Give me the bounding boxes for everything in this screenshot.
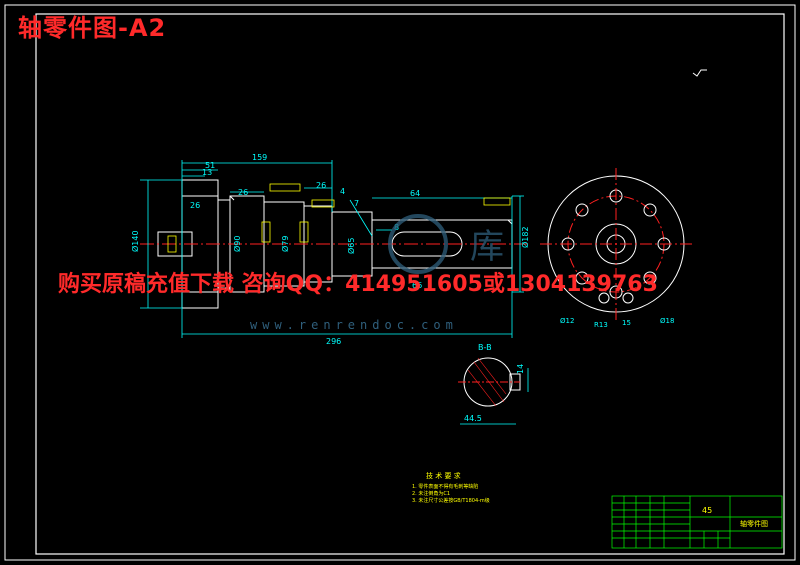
dim-dia90: Ø90 [232, 236, 242, 252]
section-width: 44.5 [464, 414, 482, 423]
title-block-material: 45 [702, 506, 712, 515]
svg-text:库: 库 [470, 227, 504, 267]
tolerance-frames [167, 183, 511, 253]
dim-26b: 26 [238, 188, 248, 197]
dim-dia140: Ø140 [130, 230, 140, 252]
flange-end-view [540, 168, 692, 320]
dim-296: 296 [326, 337, 341, 346]
dim-26c: 26 [316, 181, 326, 190]
dim-r18: Ø18 [660, 317, 674, 325]
dim-dia182: Ø182 [520, 226, 530, 248]
shaft-dimensions [140, 160, 524, 338]
purchase-notice: 购买原稿充值下载 咨询QQ：414951605或1304139763 [58, 272, 658, 297]
dim-64: 64 [410, 189, 420, 198]
dim-13: 13 [202, 168, 212, 177]
watermark-logo: 库 [388, 214, 504, 274]
tech-item-2: 2. 未注倒角为C1 [412, 490, 450, 497]
dim-51: 51 [205, 161, 215, 170]
section-label: B-B [478, 343, 492, 352]
surface-roughness-mark [692, 69, 707, 77]
dim-159: 159 [252, 153, 267, 162]
dim-26a: 26 [190, 201, 200, 210]
dim-dia65: Ø65 [346, 238, 356, 254]
title-block-part-name: 轴零件图 [740, 519, 768, 528]
title-block [611, 495, 783, 549]
dim-4: 4 [340, 187, 345, 196]
drawing-title: 轴零件图-A2 [18, 14, 167, 42]
dim-7: 7 [354, 199, 359, 208]
dim-dia79: Ø79 [280, 236, 290, 252]
section-height: 14 [516, 364, 525, 374]
dim-66: 66 [412, 281, 422, 290]
tech-item-3: 3. 未注尺寸公差按GB/T1804-m级 [412, 497, 490, 504]
tech-item-1: 1. 零件表面不得有毛刺等缺陷 [412, 483, 478, 490]
tech-requirements: 技 术 要 求 1. 零件表面不得有毛刺等缺陷 2. 未注倒角为C1 3. 未注… [412, 471, 490, 504]
watermark-url: www.renrendoc.com [250, 318, 458, 332]
drawing-border [4, 4, 796, 561]
dim-r12: Ø12 [560, 317, 574, 325]
dim-r13: R13 [594, 321, 608, 329]
section-view [458, 357, 529, 425]
dim-r15: 15 [622, 319, 631, 327]
tech-heading: 技 术 要 求 [426, 471, 461, 480]
